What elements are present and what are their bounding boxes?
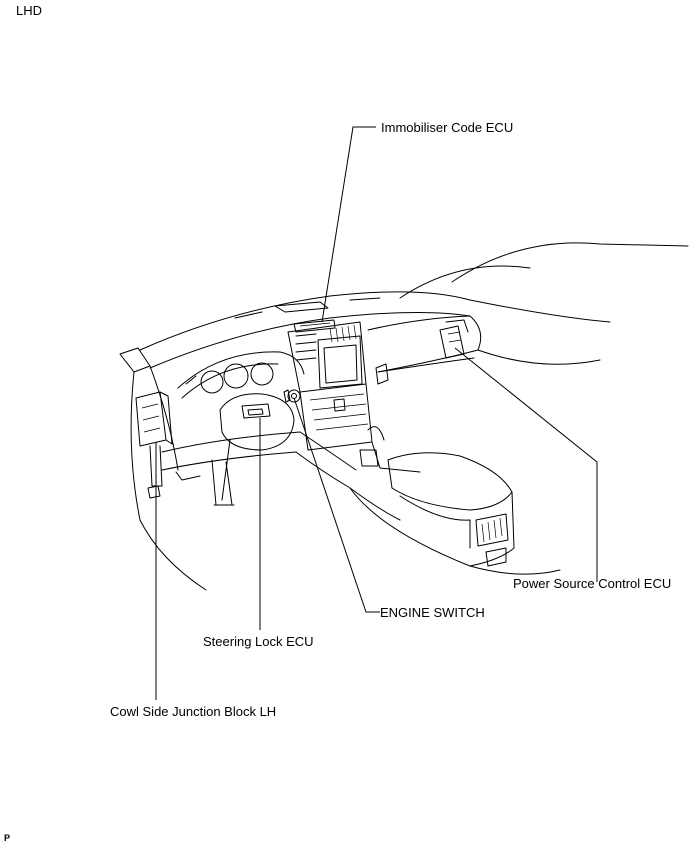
page-mark: P — [4, 833, 11, 843]
immobiliser-code-ecu-label: Immobiliser Code ECU — [381, 120, 514, 135]
cowl-side-junction-block-label: Cowl Side Junction Block LH — [110, 704, 277, 719]
engine-switch-label: ENGINE SWITCH — [380, 605, 485, 620]
steering-lock-ecu-label: Steering Lock ECU — [203, 634, 314, 649]
variant-label: LHD — [16, 3, 43, 18]
power-source-control-ecu-label: Power Source Control ECU — [513, 576, 672, 591]
